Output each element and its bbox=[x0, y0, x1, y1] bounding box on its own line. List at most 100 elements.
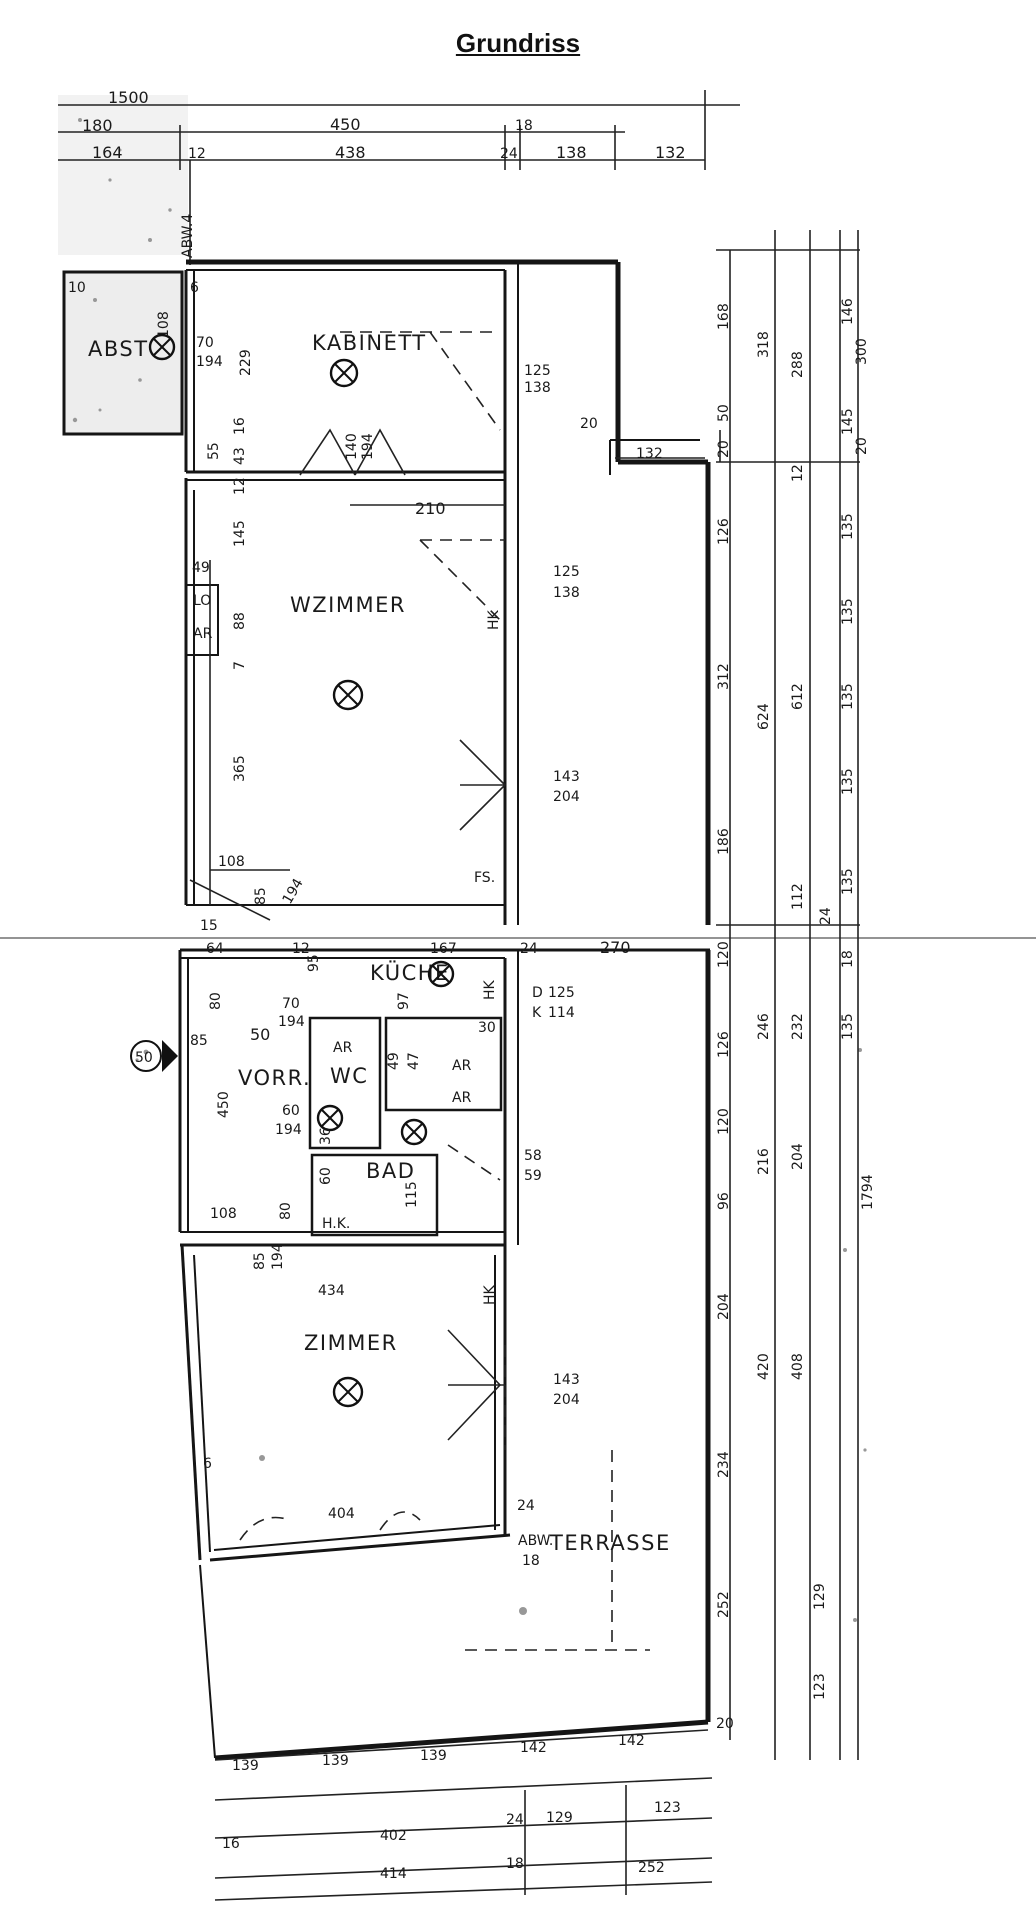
dim-216: 216 bbox=[756, 1148, 772, 1175]
entry-number: 50 bbox=[135, 1050, 153, 1066]
dim-142-a: 142 bbox=[520, 1740, 547, 1756]
dim-318: 318 bbox=[756, 331, 772, 358]
dim-204-b: 204 bbox=[553, 1392, 580, 1408]
dim-164: 164 bbox=[92, 143, 123, 162]
dim-146: 146 bbox=[840, 298, 856, 325]
dim-12-b: 12 bbox=[292, 941, 310, 957]
dim-15: 15 bbox=[200, 918, 218, 934]
dim-365: 365 bbox=[232, 755, 248, 782]
dim-145-a: 145 bbox=[232, 520, 248, 547]
dim-402: 402 bbox=[380, 1828, 407, 1844]
dim-138-a: 138 bbox=[524, 380, 551, 396]
dim-80: 80 bbox=[208, 992, 224, 1010]
dim-420: 420 bbox=[756, 1353, 772, 1380]
dim-143-b: 143 bbox=[553, 1372, 580, 1388]
dim-58: 58 bbox=[524, 1148, 542, 1164]
dim-115: 115 bbox=[404, 1181, 420, 1208]
dim-138-b: 138 bbox=[553, 585, 580, 601]
dim-168: 168 bbox=[716, 303, 732, 330]
dim-16-b: 16 bbox=[222, 1836, 240, 1852]
dim-204-a: 204 bbox=[553, 789, 580, 805]
dim-145-right: 145 bbox=[840, 408, 856, 435]
dim-624: 624 bbox=[756, 703, 772, 730]
dim-108-b: 108 bbox=[218, 854, 245, 870]
room-vorr: VORR. bbox=[238, 1066, 311, 1090]
dim-210: 210 bbox=[415, 499, 446, 518]
dim-312: 312 bbox=[716, 663, 732, 690]
dim-108-c: 108 bbox=[210, 1206, 237, 1222]
light-fixture-icon bbox=[332, 1376, 364, 1408]
dim-80-b: 80 bbox=[278, 1202, 294, 1220]
dim-194: 194 bbox=[196, 354, 223, 370]
dim-12-top: 12 bbox=[188, 146, 206, 162]
dim-70: 70 bbox=[196, 335, 214, 351]
label-k: K bbox=[532, 1005, 542, 1021]
dim-18-top: 18 bbox=[515, 118, 533, 134]
dim-85-c: 85 bbox=[252, 1252, 268, 1270]
dim-24-b: 24 bbox=[520, 941, 538, 957]
dim-59: 59 bbox=[524, 1168, 542, 1184]
label-ar-k1: AR bbox=[452, 1058, 472, 1074]
dim-55: 55 bbox=[206, 442, 222, 460]
abw-label-bottom: ABW. bbox=[518, 1533, 553, 1549]
label-d: D bbox=[532, 985, 543, 1001]
dim-138-top: 138 bbox=[556, 143, 587, 162]
room-wc: WC bbox=[330, 1064, 368, 1088]
lower-doors bbox=[239, 1144, 650, 1651]
right-dimension-lines bbox=[716, 230, 860, 1760]
dim-20-right-b: 20 bbox=[854, 437, 870, 455]
dim-30: 30 bbox=[478, 1020, 496, 1036]
dim-96: 96 bbox=[716, 1192, 732, 1210]
dim-6-b: 6 bbox=[203, 1456, 212, 1472]
dim-194-f: 194 bbox=[270, 1243, 286, 1270]
dim-450: 450 bbox=[330, 115, 361, 134]
dim-97: 97 bbox=[396, 992, 412, 1010]
dim-1500: 1500 bbox=[108, 88, 149, 107]
dim-132-upper: 132 bbox=[636, 446, 663, 462]
dim-88: 88 bbox=[232, 612, 248, 630]
label-ar-upper: AR bbox=[193, 626, 213, 642]
lower-walls bbox=[178, 948, 711, 1761]
dim-135-r1: 135 bbox=[840, 513, 856, 540]
dim-20-lower: 20 bbox=[716, 1716, 734, 1732]
entry-marker-icon bbox=[130, 1040, 178, 1072]
dim-194-c: 194 bbox=[280, 876, 307, 907]
dim-300: 300 bbox=[854, 338, 870, 365]
dim-12-right: 12 bbox=[790, 464, 806, 482]
dim-18-d: 18 bbox=[522, 1553, 540, 1569]
dim-132-top: 132 bbox=[655, 143, 686, 162]
room-kueche: KÜCHE bbox=[370, 960, 450, 985]
scan-noise bbox=[58, 95, 867, 1622]
dim-450-b: 450 bbox=[216, 1091, 232, 1118]
dim-126-b: 126 bbox=[716, 1031, 732, 1058]
dim-49: 49 bbox=[192, 560, 210, 576]
room-kabinett: KABINETT bbox=[312, 331, 427, 355]
page-title: Grundriss bbox=[455, 28, 581, 58]
dim-20-upper: 20 bbox=[580, 416, 598, 432]
dim-1794: 1794 bbox=[860, 1174, 876, 1210]
label-fs: FS. bbox=[474, 870, 495, 886]
dim-36: 36 bbox=[318, 1127, 334, 1145]
dim-234: 234 bbox=[716, 1451, 732, 1478]
dim-70-b: 70 bbox=[282, 996, 300, 1012]
dim-135-r5: 135 bbox=[840, 868, 856, 895]
dim-612: 612 bbox=[790, 683, 806, 710]
dim-204-d: 204 bbox=[716, 1293, 732, 1320]
dim-408: 408 bbox=[790, 1353, 806, 1380]
dim-194-e: 194 bbox=[275, 1122, 302, 1138]
dim-140: 140 bbox=[344, 433, 360, 460]
dim-229: 229 bbox=[238, 349, 254, 376]
dim-18-c: 18 bbox=[840, 950, 856, 968]
dim-125-a: 125 bbox=[524, 363, 551, 379]
dim-120-a: 120 bbox=[716, 941, 732, 968]
dim-204-c: 204 bbox=[790, 1143, 806, 1170]
dim-142-b: 142 bbox=[618, 1733, 645, 1749]
dim-47: 47 bbox=[406, 1052, 422, 1070]
dim-6: 6 bbox=[190, 280, 199, 296]
dim-60-a: 60 bbox=[282, 1103, 300, 1119]
dim-135-r3: 135 bbox=[840, 683, 856, 710]
dim-126-right: 126 bbox=[716, 518, 732, 545]
dim-114: 114 bbox=[548, 1005, 575, 1021]
label-hk-lower-a: HK bbox=[482, 979, 498, 1000]
dim-194-b: 194 bbox=[360, 433, 376, 460]
